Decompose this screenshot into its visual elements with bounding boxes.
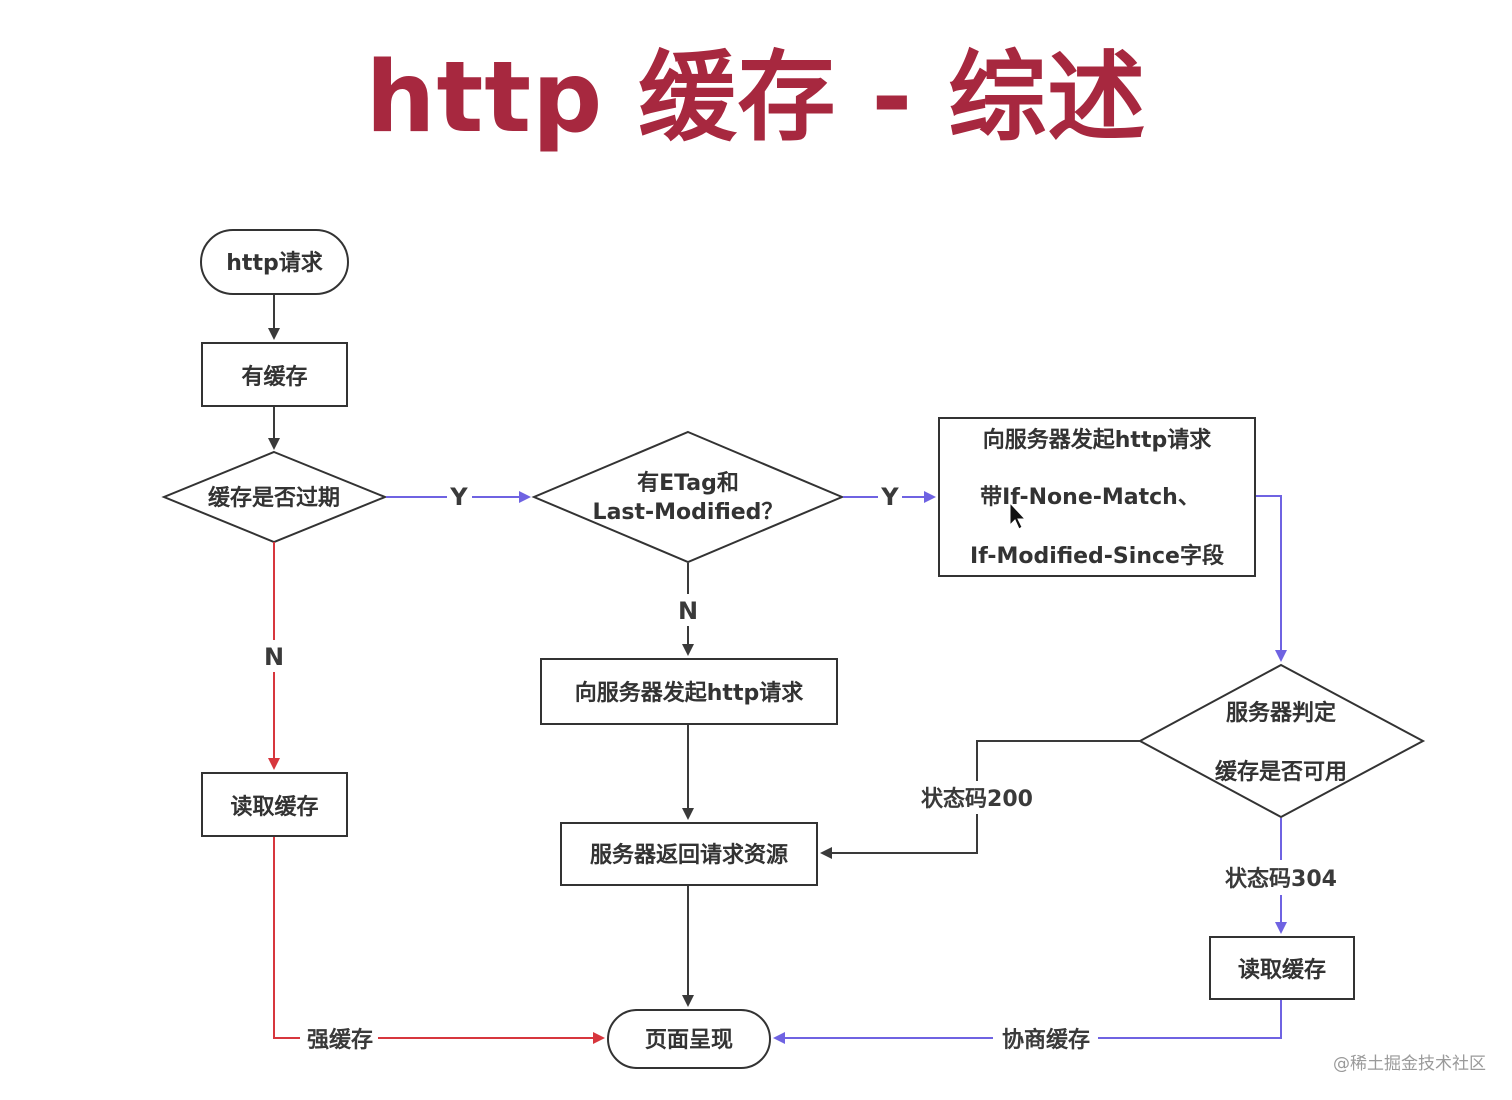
- has-cache-node-label: 有缓存: [241, 364, 307, 390]
- read-cache-right-label: 读取缓存: [1238, 957, 1326, 983]
- server-judge-decision: 服务器判定 缓存是否可用: [1137, 663, 1426, 819]
- server-judge-line1: 服务器判定: [1226, 700, 1336, 726]
- page-title: http 缓存 - 综述: [365, 41, 1147, 155]
- cache-expired-decision-label: 缓存是否过期: [208, 485, 340, 511]
- cache-expired-decision: 缓存是否过期: [161, 450, 388, 544]
- edge-label-status-304: 状态码304: [1225, 866, 1337, 892]
- server-request-node: 向服务器发起http请求: [540, 658, 838, 725]
- read-cache-left-label: 读取缓存: [230, 794, 318, 820]
- edge-read-right-negotiated: [1098, 1000, 1282, 1039]
- read-cache-left-node: 读取缓存: [201, 772, 348, 837]
- edge-label-negotiated-cache: 协商缓存: [1002, 1027, 1090, 1053]
- server-request-headers-node: 向服务器发起http请求 带If-None-Match、 If-Modified…: [938, 417, 1256, 577]
- edge-read-left-strong: [273, 837, 300, 1039]
- server-request-headers-line3: If-Modified-Since字段: [970, 543, 1224, 569]
- watermark: @稀土掘金技术社区: [1333, 1054, 1486, 1074]
- edge-label-yes-1: Y: [449, 483, 468, 511]
- etag-decision-label-line2: Last-Modified？: [593, 500, 784, 525]
- edge-label-no-2: N: [678, 597, 698, 625]
- edge-label-no-1: N: [264, 643, 284, 671]
- edge-label-yes-2: Y: [880, 483, 899, 511]
- start-node: http请求: [200, 229, 349, 295]
- etag-decision: 有ETag和 Last-Modified？: [531, 430, 845, 564]
- server-request-headers-line2: 带If-None-Match、: [980, 485, 1200, 510]
- has-cache-node: 有缓存: [201, 342, 348, 407]
- edge-label-strong-cache: 强缓存: [307, 1027, 373, 1053]
- start-node-label: http请求: [226, 250, 322, 276]
- edge-judge-200-upper: [976, 740, 1140, 781]
- server-request-headers-line1: 向服务器发起http请求: [983, 427, 1211, 453]
- edge-judge-200-lower: [820, 814, 978, 859]
- server-judge-line2: 缓存是否可用: [1215, 759, 1347, 785]
- server-return-node-label: 服务器返回请求资源: [590, 842, 788, 868]
- mouse-cursor-icon: [1009, 501, 1027, 530]
- read-cache-right-node: 读取缓存: [1209, 936, 1355, 1000]
- etag-decision-label-line1: 有ETag和: [637, 470, 739, 496]
- page-render-node: 页面呈现: [607, 1009, 771, 1069]
- server-request-node-label: 向服务器发起http请求: [575, 680, 803, 706]
- edge-label-status-200: 状态码200: [921, 786, 1033, 812]
- server-return-node: 服务器返回请求资源: [560, 822, 818, 886]
- edge-headers-to-judge: [1256, 495, 1287, 662]
- page-render-node-label: 页面呈现: [645, 1028, 733, 1053]
